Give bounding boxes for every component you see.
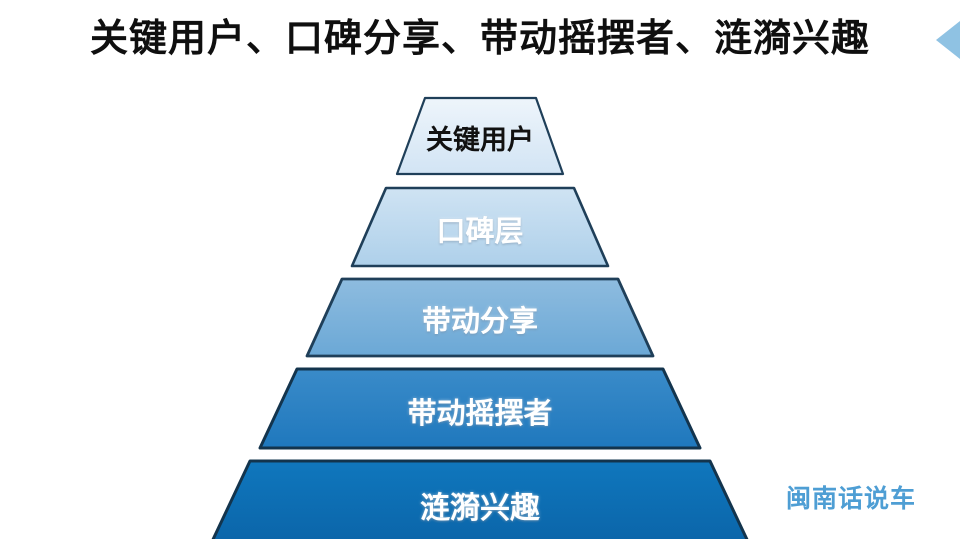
pyramid-level-5-shape — [211, 459, 749, 539]
left-triangle-icon — [936, 21, 960, 59]
pyramid-level-1-shape — [395, 96, 565, 176]
pyramid-level-3-shape — [305, 277, 655, 358]
page-title: 关键用户、口碑分享、带动摇摆者、涟漪兴趣 — [89, 16, 870, 60]
pyramid-level-2-shape — [350, 186, 610, 268]
pyramid-level-4-shape — [258, 367, 702, 450]
watermark-text: 闽南话说车 — [786, 484, 917, 513]
